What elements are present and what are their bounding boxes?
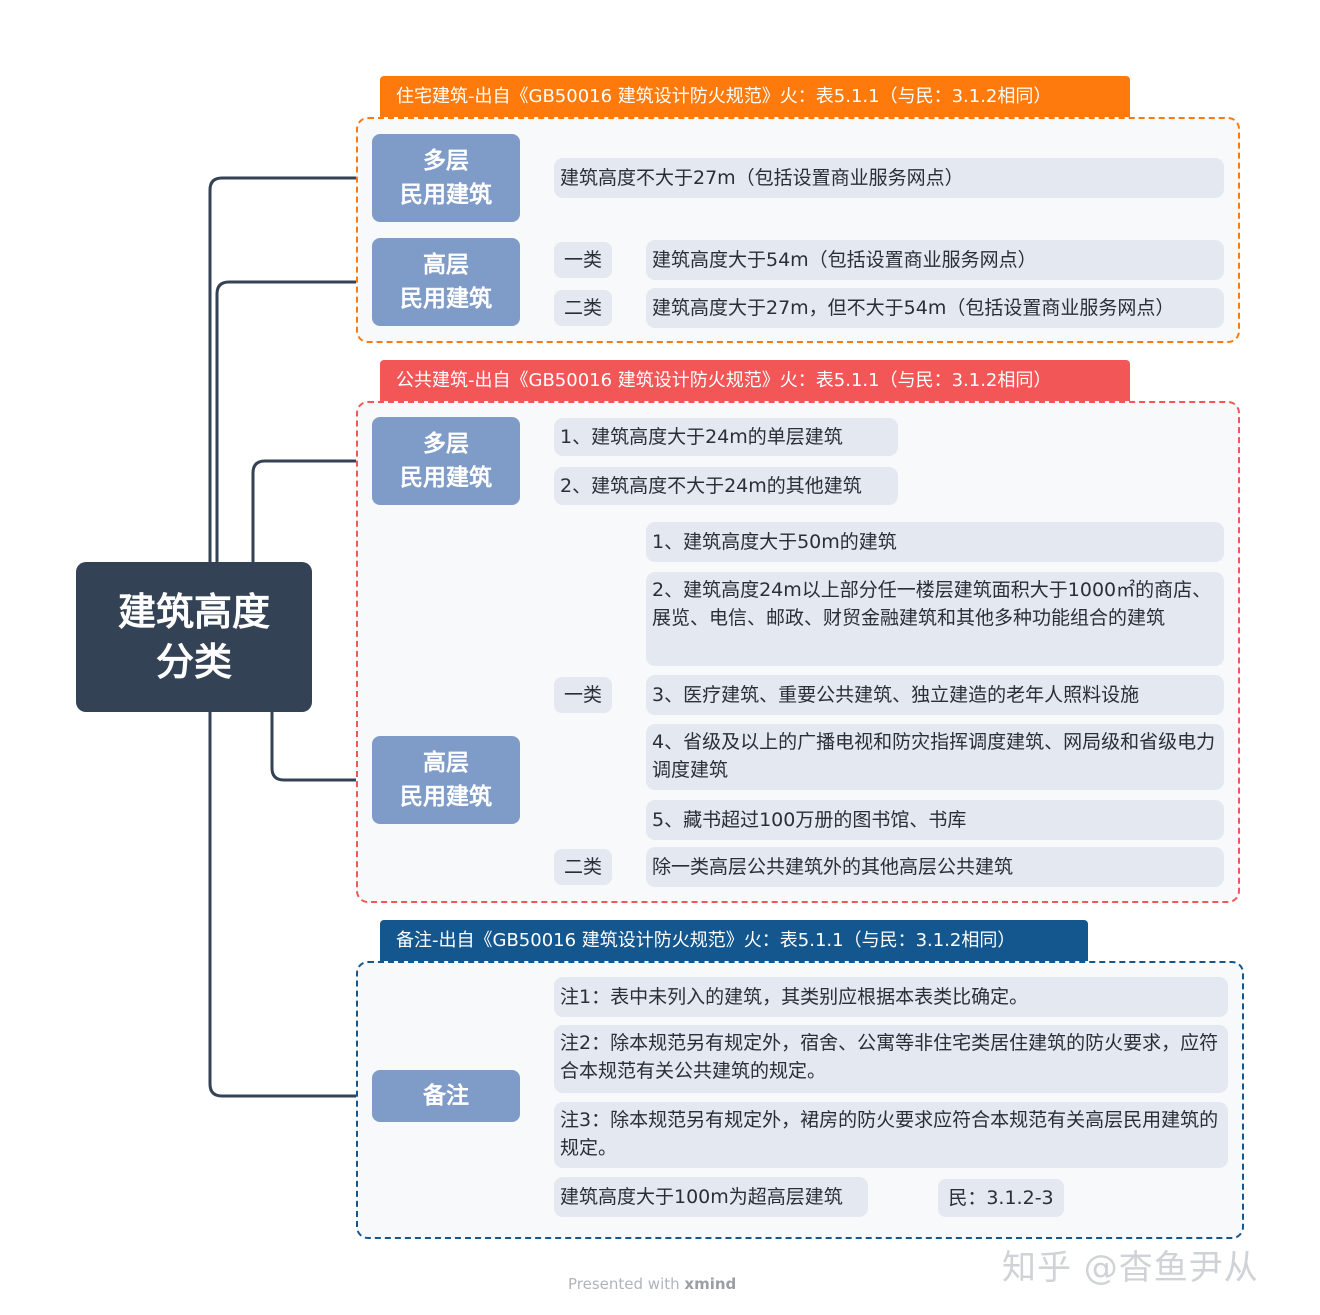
root-node[interactable]: 建筑高度 分类 — [76, 562, 312, 712]
notes-summary[interactable]: 民：3.1.2-3 — [938, 1179, 1064, 1217]
note-item[interactable]: 建筑高度大于100m为超高层建筑 — [554, 1177, 868, 1217]
xmind-logo: xmind — [684, 1275, 737, 1293]
footer-credit: Presented with xmind — [568, 1275, 736, 1293]
public-class1-item[interactable]: 5、藏书超过100万册的图书馆、书库 — [646, 800, 1224, 840]
notes-category[interactable]: 备注 — [372, 1070, 520, 1122]
public-class1-item[interactable]: 4、省级及以上的广播电视和防灾指挥调度建筑、网局级和省级电力调度建筑 — [646, 724, 1224, 790]
residential-class2-tag[interactable]: 二类 — [554, 290, 612, 326]
public-class1-item[interactable]: 2、建筑高度24m以上部分任一楼层建筑面积大于1000㎡的商店、展览、电信、邮政… — [646, 572, 1224, 666]
public-multi-item[interactable]: 1、建筑高度大于24m的单层建筑 — [554, 418, 898, 456]
residential-class1-text[interactable]: 建筑高度大于54m（包括设置商业服务网点） — [646, 240, 1224, 280]
public-class1-item[interactable]: 1、建筑高度大于50m的建筑 — [646, 522, 1224, 562]
residential-high-category[interactable]: 高层 民用建筑 — [372, 238, 520, 326]
note-item[interactable]: 注1：表中未列入的建筑，其类别应根据本表类比确定。 — [554, 977, 1228, 1017]
residential-class1-tag[interactable]: 一类 — [554, 242, 612, 278]
public-class2-tag[interactable]: 二类 — [554, 849, 612, 885]
residential-banner: 住宅建筑-出自《GB50016 建筑设计防火规范》火：表5.1.1（与民：3.1… — [380, 76, 1130, 118]
public-high-category[interactable]: 高层 民用建筑 — [372, 736, 520, 824]
footer-presented: Presented with — [568, 1275, 680, 1293]
public-multi-category[interactable]: 多层 民用建筑 — [372, 417, 520, 505]
notes-banner: 备注-出自《GB50016 建筑设计防火规范》火：表5.1.1（与民：3.1.2… — [380, 920, 1088, 962]
watermark: 知乎 @杳鱼尹从 — [1002, 1248, 1259, 1288]
public-multi-item[interactable]: 2、建筑高度不大于24m的其他建筑 — [554, 467, 898, 505]
note-item[interactable]: 注3：除本规范另有规定外，裙房的防火要求应符合本规范有关高层民用建筑的规定。 — [554, 1102, 1228, 1168]
public-class1-item[interactable]: 3、医疗建筑、重要公共建筑、独立建造的老年人照料设施 — [646, 675, 1224, 715]
public-banner: 公共建筑-出自《GB50016 建筑设计防火规范》火：表5.1.1（与民：3.1… — [380, 360, 1130, 402]
note-item[interactable]: 注2：除本规范另有规定外，宿舍、公寓等非住宅类居住建筑的防火要求，应符合本规范有… — [554, 1025, 1228, 1093]
residential-multi-category[interactable]: 多层 民用建筑 — [372, 134, 520, 222]
residential-class2-text[interactable]: 建筑高度大于27m，但不大于54m（包括设置商业服务网点） — [646, 288, 1224, 328]
public-class2-text[interactable]: 除一类高层公共建筑外的其他高层公共建筑 — [646, 847, 1224, 887]
public-class1-tag[interactable]: 一类 — [554, 677, 612, 713]
residential-multi-text[interactable]: 建筑高度不大于27m（包括设置商业服务网点） — [554, 158, 1224, 198]
